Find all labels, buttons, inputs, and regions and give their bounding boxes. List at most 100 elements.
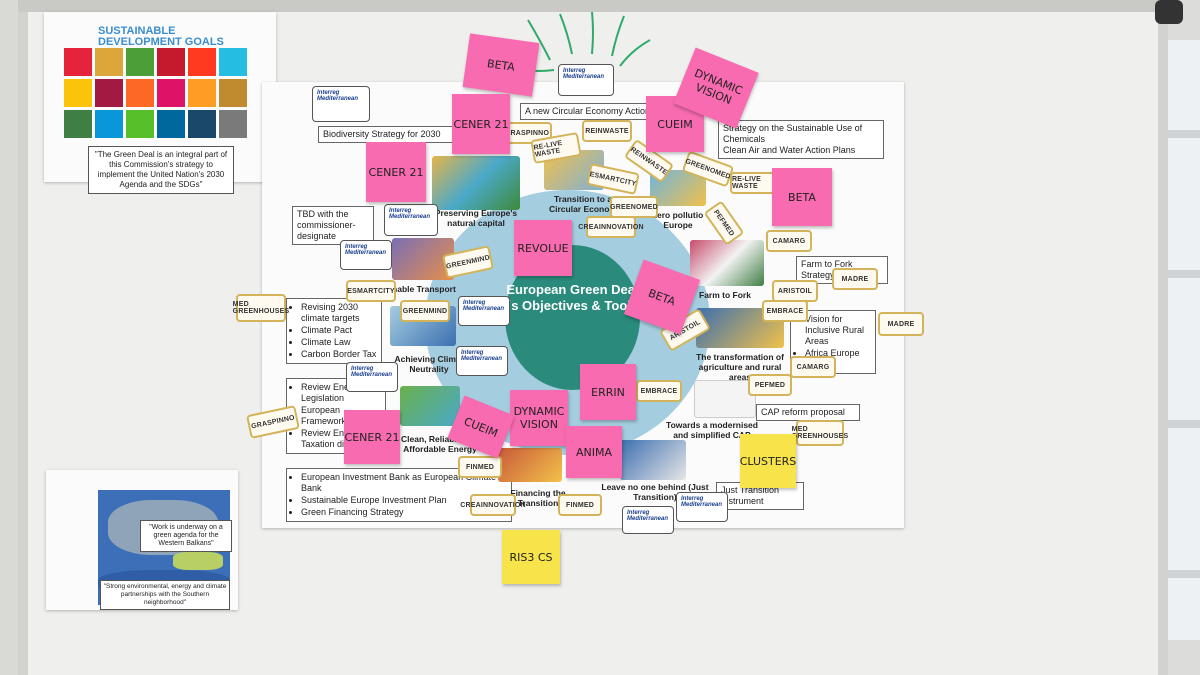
label-transport: ustainable Transport [372,284,456,294]
list-item: European Investment Bank as European Cli… [301,472,507,494]
whiteboard-frame [18,0,1168,12]
interreg-logo-7: Interreg Mediterranean [676,492,728,522]
sdg-tile [157,110,185,138]
interreg-logo-3: Interreg Mediterranean [340,240,392,270]
box-chemicals: Strategy on the Sustainable Use of Chemi… [718,120,884,159]
sticky-clusters: CLUSTERS [740,434,796,488]
label-16: ARISTOIL [772,280,818,302]
interreg-logo-8: Interreg Mediterranean [622,506,674,534]
sdg-tile [64,110,92,138]
label-15: GREENMIND [400,300,450,322]
sdg-tile [219,79,247,107]
list-item: Sustainable Europe Investment Plan [301,495,507,506]
label-26: CREAINNOVATION [460,494,526,516]
sticky-cener-3: CENER 21 [344,410,400,464]
box-biodiversity: Biodiversity Strategy for 2030 [318,126,468,143]
sdg-tile-grid [64,48,249,138]
label-24: FINMED [458,456,502,478]
sdg-tile [64,48,92,76]
sticky-revolue: REVOLUE [514,220,572,276]
sticky-dynamic-2: DYNAMIC VISION [510,390,568,446]
sdg-title-line2: DEVELOPMENT GOALS [98,36,224,48]
label-12: ESMARTCITY [346,280,396,302]
thumb-farm [690,240,764,286]
sdg-tile [95,48,123,76]
sdg-quote: "The Green Deal is an integral part of t… [88,146,234,194]
label-6: RE-LIVE WASTE [730,172,776,194]
sdg-tile [157,79,185,107]
label-13: MADRE [832,268,878,290]
interreg-logo-4: Interreg Mediterranean [458,296,510,326]
map-quote-bottom: "Strong environmental, energy and climat… [100,580,230,610]
sdg-tile [219,48,247,76]
label-farm: Farm to Fork [699,290,751,300]
label-25: MED GREENHOUSES [792,420,848,446]
label-7: GREENOMED [610,196,658,218]
board-clip [1155,0,1183,24]
label-27: FINMED [558,494,602,516]
list-item: Green Financing Strategy [301,507,507,518]
sdg-tile [157,48,185,76]
list-item: Revising 2030 climate targets [301,302,377,324]
box-cap: CAP reform proposal [756,404,860,421]
interreg-logo-1: Interreg Mediterranean [312,86,370,122]
label-14: MED GREENHOUSES [233,294,289,322]
label-natural: Preserving Europe's natural capital [434,208,518,228]
center-title: European Green Deal´s Objectives & Tools [506,282,639,313]
energy-list: Review Energy LegislationEuropean Framew… [291,382,381,450]
sticky-anima: ANIMA [566,426,622,478]
sdg-tile [126,48,154,76]
list-item: European Framework of [301,405,381,427]
finance-list: European Investment Bank as European Cli… [291,472,507,518]
sdg-tile [126,79,154,107]
sdg-tile [95,79,123,107]
sdg-tile [126,110,154,138]
sdg-title: SUSTAINABLE DEVELOPMENT GOALS [98,26,224,48]
label-17: EMBRACE [762,300,808,322]
sticky-beta-top: BETA [462,33,540,97]
label-circular: Transition to a Circular Econom [548,194,618,214]
list-item: Climate Pact [301,325,377,336]
interreg-logo-2: Interreg Mediterranean [384,204,438,236]
label-cap: Towards a modernised and simplified CAP [666,420,758,440]
label-1: REINWASTE [582,120,632,142]
list-item: Carbon Border Tax [301,349,377,360]
list-item: Vision for Inclusive Rural Areas [805,314,871,347]
sticky-beta-right: BETA [772,168,832,226]
marker-drawing [525,11,651,72]
label-22: EMBRACE [636,380,682,402]
list-item: Review Energy Legislation [301,382,381,404]
thumb-leave [620,440,686,480]
sdg-tile [219,110,247,138]
sdg-tile [188,79,216,107]
climate-list: Revising 2030 climate targetsClimate Pac… [291,302,377,360]
sdg-tile [188,110,216,138]
sdg-title-line1: SUSTAINABLE [98,25,176,37]
sticky-cener-2: CENER 21 [366,142,426,202]
sdg-tile [95,110,123,138]
label-8: CREAINNOVATION [578,216,644,238]
label-zero: zero pollutio Europe [652,210,704,230]
label-energy: Clean, Reliable and Affordable Energy [401,434,479,454]
interreg-logo-6: Interreg Mediterranean [346,362,398,392]
label-11: CAMARG [766,230,812,252]
list-item: Climate Law [301,337,377,348]
sdg-tile [188,48,216,76]
list-item: Review Energy Taxation direc [301,428,381,450]
label-20: CAMARG [790,356,836,378]
interreg-logo-5: Interreg Mediterranean [456,346,508,376]
sticky-cener-1: CENER 21 [452,94,510,154]
label-21: PEFMED [748,374,792,396]
chemicals-line-1: Strategy on the Sustainable Use of Chemi… [723,123,863,144]
label-leave: Leave no one behind (Just Transition) [601,482,709,502]
interreg-logo-top: Interreg Mediterranean [558,64,614,96]
label-agri: The transformation of agriculture and ru… [696,352,784,382]
map-quote-top: "Work is underway on a green agenda for … [140,520,232,552]
label-climate: Achieving Climat Neutrality [394,354,464,374]
label-18: MADRE [878,312,924,336]
box-tbd: TBD with the commissioner-designate [292,206,374,245]
sticky-errin: ERRIN [580,364,636,420]
chemicals-line-2: Clean Air and Water Action Plans [723,145,856,155]
box-climate: Revising 2030 climate targetsClimate Pac… [286,298,382,364]
label-finance: Financing the Transition [510,488,566,508]
